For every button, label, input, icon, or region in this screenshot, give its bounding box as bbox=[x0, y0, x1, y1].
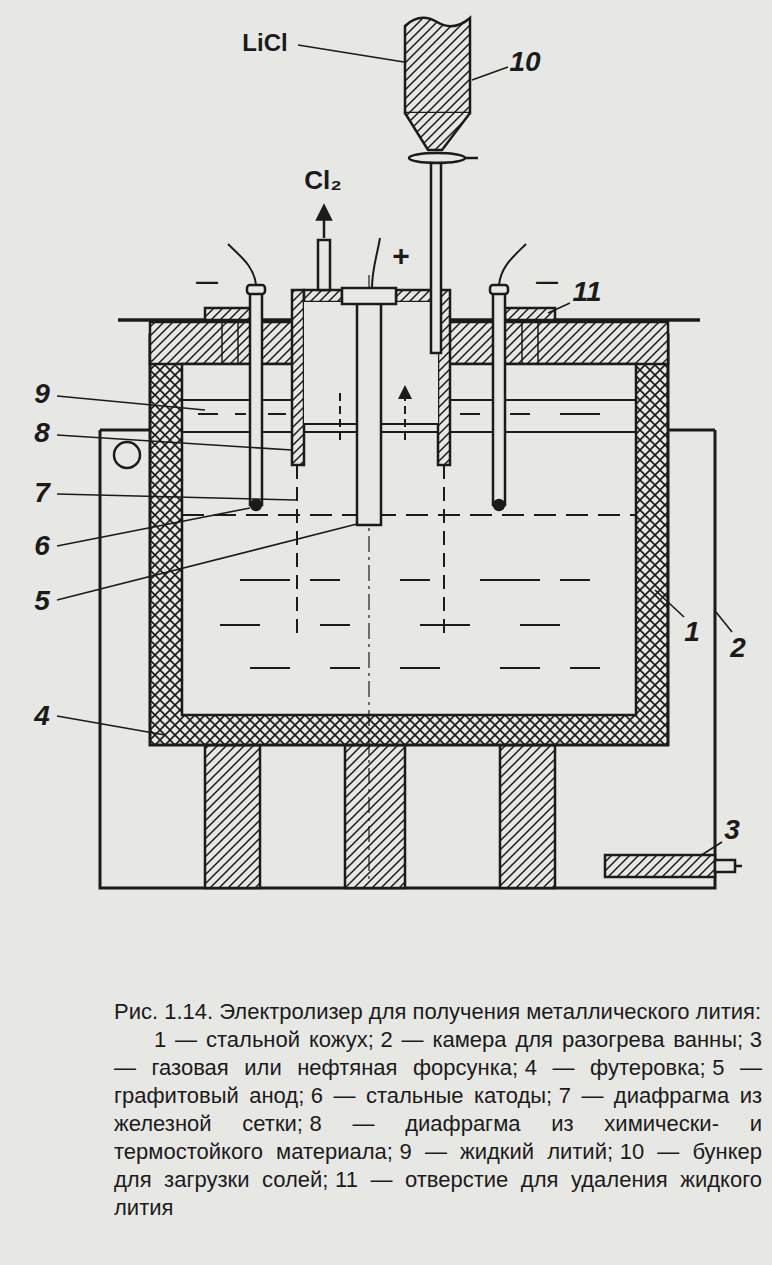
key-entry: 2 — камера для разогрева ванны; bbox=[380, 1027, 743, 1052]
cathode-wire bbox=[499, 244, 526, 285]
tap-hole bbox=[221, 322, 223, 364]
leader-line bbox=[298, 45, 404, 62]
tap-hole bbox=[237, 322, 239, 364]
feed-valve bbox=[465, 157, 478, 160]
cathode-terminal bbox=[247, 285, 265, 294]
tap-hole bbox=[205, 308, 255, 320]
tap-hole bbox=[505, 308, 555, 320]
callout-number: 2 bbox=[728, 631, 748, 665]
callout-number: 11 bbox=[570, 275, 603, 309]
key-entry: 1 — стальной кожух; bbox=[154, 1027, 374, 1052]
substance-label: LiCl bbox=[240, 28, 289, 58]
tap-hole bbox=[521, 322, 523, 364]
caption-key: 1 — стальной кожух;2 — камера для разогр… bbox=[114, 1026, 762, 1222]
callout-number: 9 bbox=[32, 377, 52, 411]
feed-valve bbox=[409, 153, 465, 163]
support-leg bbox=[500, 745, 555, 888]
electrolyte bbox=[250, 667, 600, 669]
burner-tip bbox=[735, 865, 742, 868]
leader-line bbox=[57, 396, 205, 410]
callout-number: 6 bbox=[32, 529, 52, 563]
polarity-sign: — bbox=[534, 268, 560, 296]
polarity-sign: + bbox=[390, 238, 412, 274]
leader-lines bbox=[57, 45, 732, 856]
leader-line bbox=[655, 590, 684, 617]
leader-line bbox=[57, 716, 165, 735]
key-entry: 4 — футеровка; bbox=[525, 1055, 706, 1080]
caption-text: Рис. 1.14. Электролизер для получения ме… bbox=[114, 998, 762, 1026]
leader-line bbox=[57, 494, 296, 500]
key-entry: 6 — стальные катоды; bbox=[311, 1083, 552, 1108]
callout-number: 3 bbox=[722, 813, 742, 847]
polarity-sign: — bbox=[194, 268, 220, 296]
anode-wire bbox=[372, 238, 380, 288]
leader-line bbox=[57, 524, 357, 600]
callout-number: 7 bbox=[32, 476, 52, 510]
cathode-terminal bbox=[490, 285, 508, 294]
leader-line bbox=[548, 303, 570, 313]
cathode-tip bbox=[494, 500, 504, 510]
callout-number: 10 bbox=[507, 45, 542, 79]
support-leg bbox=[345, 745, 405, 888]
figure-caption: Рис. 1.14. Электролизер для получения ме… bbox=[114, 998, 762, 1222]
key-entry: 9 — жидкий литий; bbox=[400, 1139, 614, 1164]
leader-line bbox=[700, 842, 722, 856]
hopper-funnel bbox=[405, 113, 470, 150]
callout-number: 1 bbox=[682, 615, 702, 649]
cathode-tip bbox=[251, 500, 261, 510]
substance-label: Cl₂ bbox=[302, 164, 344, 197]
chamber-port bbox=[114, 442, 140, 468]
resistant-diaphragm bbox=[292, 290, 304, 465]
chlorine-arrow bbox=[323, 212, 326, 238]
salt-hopper bbox=[405, 18, 470, 113]
feed-pipe bbox=[431, 163, 441, 353]
burner-tip bbox=[715, 860, 735, 872]
leader-line bbox=[716, 612, 732, 632]
burner bbox=[605, 855, 715, 877]
chlorine-pipe bbox=[318, 240, 330, 290]
callout-number: 5 bbox=[32, 584, 52, 618]
leader-line bbox=[57, 508, 250, 546]
leader-line bbox=[57, 435, 292, 450]
leader-line bbox=[472, 67, 508, 80]
graphite-anode bbox=[357, 302, 381, 525]
tap-hole bbox=[537, 322, 539, 364]
callout-number: 8 bbox=[32, 416, 52, 450]
callout-number: 4 bbox=[32, 699, 52, 733]
electrolyte bbox=[240, 579, 590, 581]
cathode-wire bbox=[228, 244, 256, 285]
anode-cap bbox=[342, 288, 396, 304]
electrolyte-level bbox=[182, 514, 636, 516]
chamber-roof bbox=[304, 290, 342, 302]
steel-cathode bbox=[493, 292, 505, 505]
electrolyte bbox=[220, 624, 560, 626]
steel-cathode bbox=[250, 292, 262, 505]
support-leg bbox=[205, 745, 260, 888]
